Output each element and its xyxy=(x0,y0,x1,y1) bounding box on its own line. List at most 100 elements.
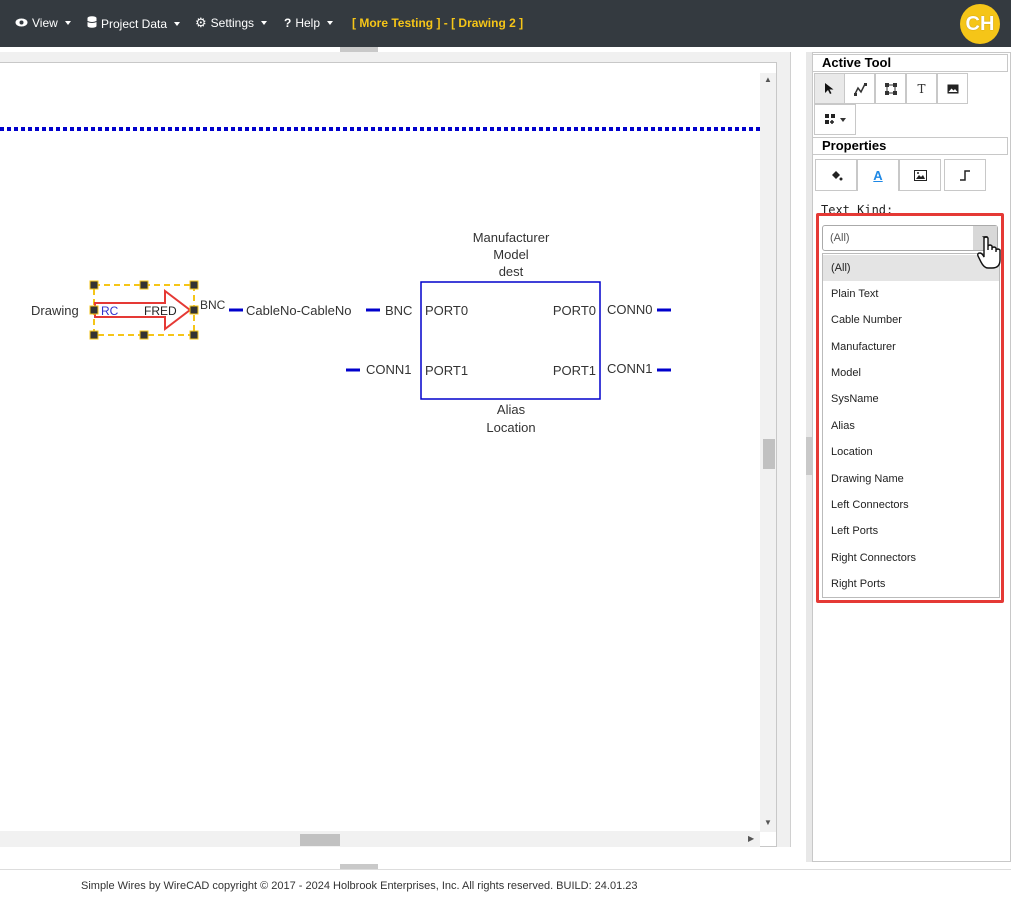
block-alias: Alias xyxy=(497,402,526,417)
text-kind-selected-value: (All) xyxy=(830,232,850,244)
option-manufacturer[interactable]: Manufacturer xyxy=(831,341,896,353)
selection-handle xyxy=(89,280,99,290)
user-avatar[interactable]: CH xyxy=(960,4,1000,44)
horizontal-scroll-thumb[interactable] xyxy=(300,834,340,846)
text-tool-button[interactable]: T xyxy=(906,73,937,104)
option-location[interactable]: Location xyxy=(831,446,873,458)
option-left-ports[interactable]: Left Ports xyxy=(831,525,879,537)
view-menu[interactable]: View xyxy=(15,16,71,30)
option-plain-text[interactable]: Plain Text xyxy=(831,288,879,300)
properties-heading: Properties xyxy=(812,137,1008,155)
device-block xyxy=(420,281,601,400)
tab-image[interactable] xyxy=(899,159,941,191)
more-tools-button[interactable] xyxy=(814,104,856,135)
port0-left-label: PORT0 xyxy=(425,303,468,318)
block-location: Location xyxy=(486,420,535,435)
option-left-connectors[interactable]: Left Connectors xyxy=(831,499,909,511)
step-line-icon xyxy=(960,170,970,181)
selection-handle xyxy=(139,330,149,340)
option-right-connectors[interactable]: Right Connectors xyxy=(831,552,916,564)
selection-handle xyxy=(89,330,99,340)
drawing-svg[interactable]: Drawing RC FRED BNC CableNo-CableNo BNC … xyxy=(0,63,760,831)
fred-label: FRED xyxy=(144,304,177,318)
caret-down-icon xyxy=(839,117,846,122)
copyright-text: Simple Wires by WireCAD copyright © 2017… xyxy=(81,880,638,892)
image-tool-button[interactable] xyxy=(937,73,968,104)
active-tool-heading: Active Tool xyxy=(812,54,1008,72)
caret-down-icon xyxy=(64,21,71,25)
scroll-up-icon[interactable]: ▲ xyxy=(764,75,772,84)
wire-icon xyxy=(853,82,867,96)
vertical-splitter-handle[interactable] xyxy=(806,437,812,475)
option-drawing-name[interactable]: Drawing Name xyxy=(831,473,904,485)
image-icon xyxy=(913,169,927,181)
text-style-icon: A xyxy=(873,168,883,183)
project-data-menu[interactable]: Project Data xyxy=(87,16,181,31)
top-splitter-handle[interactable] xyxy=(340,47,378,52)
option-model[interactable]: Model xyxy=(831,367,861,379)
conn1-right-label: CONN1 xyxy=(607,361,653,376)
help-menu-label: Help xyxy=(295,16,321,30)
blocks-icon xyxy=(824,113,835,124)
text-kind-dropdown: (All) Plain Text Cable Number Manufactur… xyxy=(822,253,1000,598)
caret-down-icon xyxy=(174,21,181,26)
settings-menu-label: Settings xyxy=(210,16,255,30)
shape-tool-button[interactable] xyxy=(875,73,906,104)
bottom-splitter-handle[interactable] xyxy=(340,864,378,869)
port0-right-label: PORT0 xyxy=(553,303,596,318)
port1-left-label: PORT1 xyxy=(425,363,468,378)
project-data-menu-label: Project Data xyxy=(101,16,168,31)
bnc-top-label: BNC xyxy=(200,298,226,312)
caret-down-icon xyxy=(261,21,268,25)
selection-handle xyxy=(139,280,149,290)
port1-right-label: PORT1 xyxy=(553,363,596,378)
option-cable-number[interactable]: Cable Number xyxy=(831,314,902,326)
drawing-label: Drawing xyxy=(31,303,79,318)
help-menu[interactable]: ? Help xyxy=(284,16,334,30)
scroll-down-icon[interactable]: ▼ xyxy=(764,818,772,827)
drawing-area: Drawing RC FRED BNC CableNo-CableNo BNC … xyxy=(0,52,791,847)
block-model: Model xyxy=(493,247,529,262)
selection-handle xyxy=(189,280,199,290)
vertical-scrollbar[interactable]: ▲ ▼ xyxy=(760,73,776,832)
bnc-right-label: BNC xyxy=(385,303,412,318)
rc-label: RC xyxy=(101,304,119,318)
block-manufacturer: Manufacturer xyxy=(473,230,550,245)
settings-menu[interactable]: ⚙ Settings xyxy=(195,15,268,30)
select-tool-button[interactable] xyxy=(814,73,845,104)
option-sysname[interactable]: SysName xyxy=(831,393,879,405)
option-right-ports[interactable]: Right Ports xyxy=(831,578,886,590)
wire-tool-button[interactable] xyxy=(844,73,875,104)
hand-cursor-icon xyxy=(977,236,1001,269)
tab-line[interactable] xyxy=(944,159,986,191)
tab-fill[interactable] xyxy=(815,159,857,191)
selection-handle xyxy=(89,305,99,315)
tab-text[interactable]: A xyxy=(857,159,899,191)
cable-label: CableNo-CableNo xyxy=(246,303,352,318)
conn0-right-label: CONN0 xyxy=(607,302,653,317)
pointer-icon xyxy=(825,83,834,94)
block-sysname: dest xyxy=(499,264,524,279)
document-title: [ More Testing ] - [ Drawing 2 ] xyxy=(352,16,524,30)
text-icon: T xyxy=(917,81,926,96)
footer: Simple Wires by WireCAD copyright © 2017… xyxy=(0,869,1011,919)
vector-shape-icon xyxy=(884,82,897,95)
text-kind-select[interactable]: (All) xyxy=(822,225,998,251)
database-icon xyxy=(87,16,97,31)
selection-handle xyxy=(189,305,199,315)
vertical-scroll-thumb[interactable] xyxy=(763,439,775,469)
gear-icon: ⚙ xyxy=(195,15,207,30)
top-navbar: View Project Data ⚙ Settings ? Help [ Mo… xyxy=(0,0,1011,47)
option-alias[interactable]: Alias xyxy=(831,420,855,432)
text-kind-label: Text Kind: xyxy=(821,203,894,217)
question-icon: ? xyxy=(284,16,292,30)
caret-down-icon xyxy=(327,21,334,25)
arrow-shape xyxy=(94,288,192,332)
option-all[interactable]: (All) xyxy=(823,255,999,281)
eye-icon xyxy=(15,16,28,30)
drawing-canvas[interactable]: Drawing RC FRED BNC CableNo-CableNo BNC … xyxy=(0,62,777,847)
view-menu-label: View xyxy=(32,16,58,30)
image-icon xyxy=(947,84,958,93)
horizontal-scrollbar[interactable]: ▶ xyxy=(0,831,760,847)
scroll-right-icon[interactable]: ▶ xyxy=(748,834,755,843)
